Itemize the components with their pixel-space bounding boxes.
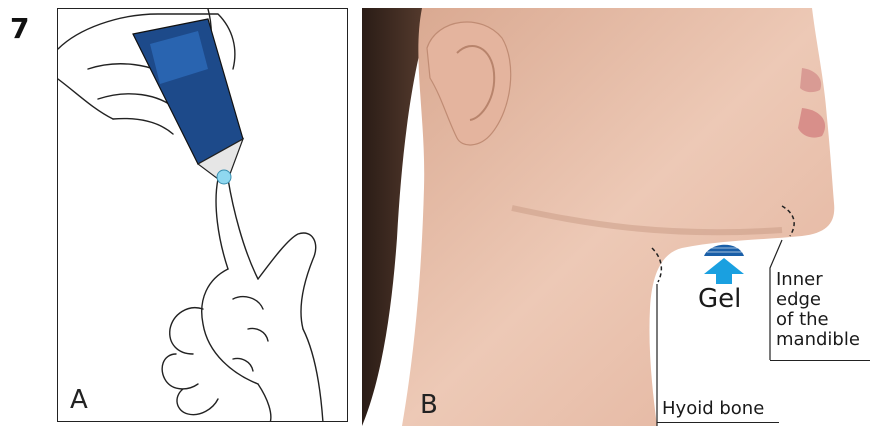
mandible-label-line: mandible <box>776 330 860 350</box>
gel-label: Gel <box>698 284 741 314</box>
mandible-label-line: of the <box>776 310 860 330</box>
panel-a-letter: A <box>70 385 88 415</box>
panel-b-photo: B Gel Hyoid bone Inner edge of the mandi… <box>362 8 870 426</box>
panel-a-illustration: A <box>57 8 348 422</box>
hyoid-underline <box>657 422 779 423</box>
hands-and-gel-tube-illustration <box>58 9 348 422</box>
gel-dome-icon <box>704 244 744 256</box>
mandible-label: Inner edge of the mandible <box>776 270 860 350</box>
mandible-label-line: Inner <box>776 270 860 290</box>
neck-profile-illustration <box>362 8 870 426</box>
gel-arrow-icon <box>704 258 744 284</box>
mandible-label-line: edge <box>776 290 860 310</box>
mandible-underline <box>770 360 870 361</box>
hyoid-bone-label: Hyoid bone <box>662 398 764 419</box>
step-number: 7 <box>10 12 29 45</box>
gel-tube-icon <box>133 19 243 184</box>
panel-b-letter: B <box>420 390 438 420</box>
